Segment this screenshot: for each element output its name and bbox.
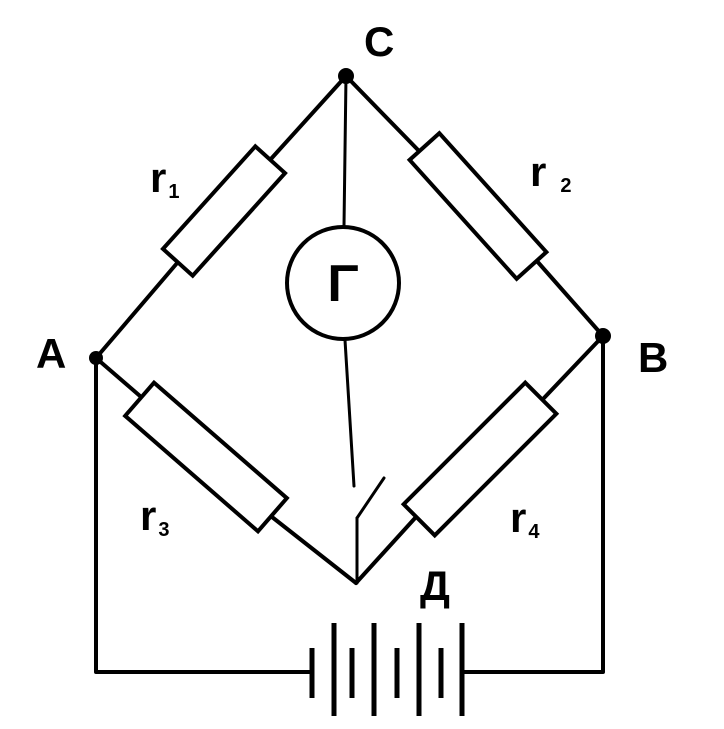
resistor-r1 xyxy=(160,143,288,279)
resistor-r4 xyxy=(400,379,560,539)
resistor-r2 xyxy=(406,130,550,282)
wire-b-battery xyxy=(460,334,605,674)
wire-r4-bottom xyxy=(354,515,418,585)
battery-label: Д xyxy=(420,562,450,609)
wires xyxy=(94,74,605,674)
wire-r1-a xyxy=(94,260,180,360)
wire-c-r2 xyxy=(344,74,422,154)
node-a-dot xyxy=(89,351,103,365)
node-b-dot xyxy=(595,328,611,344)
label-r1-letter: r xyxy=(150,154,166,201)
galvanometer: Γ xyxy=(285,225,401,341)
node-c-dot xyxy=(338,68,354,84)
label-r1-index: 1 xyxy=(168,181,179,203)
wire-galvanometer-switch xyxy=(343,338,356,488)
node-label-c: C xyxy=(364,18,394,65)
wire-c-galvanometer xyxy=(342,74,348,228)
wire-r2-b xyxy=(534,258,605,338)
wire-a-r3 xyxy=(94,356,142,398)
switch-blade xyxy=(355,476,386,520)
label-r3-index: 3 xyxy=(158,519,169,541)
label-r2-letter: r xyxy=(530,148,546,195)
galvanometer-symbol: Γ xyxy=(327,255,358,313)
galvanometer-circle xyxy=(285,225,401,341)
wire-b-r4 xyxy=(542,334,605,400)
wire-a-battery xyxy=(94,356,314,674)
resistor-r3 xyxy=(122,379,290,535)
battery xyxy=(309,623,465,716)
node-label-a: A xyxy=(36,330,66,377)
label-r3-letter: r xyxy=(140,492,156,539)
node-label-b: B xyxy=(638,334,668,381)
label-r2-index: 2 xyxy=(560,175,571,197)
label-r4-index: 4 xyxy=(528,521,540,543)
wire-r3-bottom xyxy=(270,515,358,585)
wire-c-r1 xyxy=(268,74,348,162)
label-r4-letter: r xyxy=(510,494,526,541)
